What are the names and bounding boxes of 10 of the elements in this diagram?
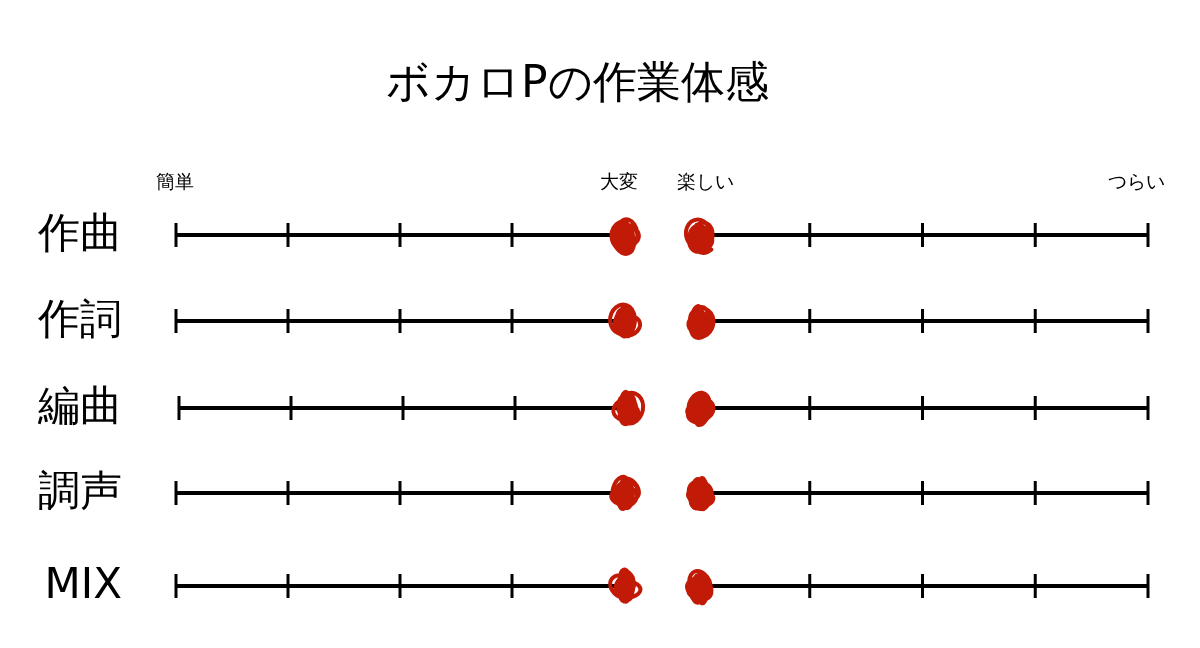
- scale-end-label: つらい: [1108, 171, 1165, 192]
- row-label: 作詞: [38, 296, 122, 343]
- scale-end-label: 大変: [600, 171, 638, 192]
- row-label: MIX: [44, 561, 122, 608]
- scale-end-label: 簡単: [156, 171, 194, 192]
- row-label: 調声: [38, 468, 122, 515]
- chart-title: ボカロPの作業体感: [386, 58, 769, 107]
- scale-end-label: 楽しい: [677, 171, 734, 192]
- row-label: 作曲: [38, 210, 122, 257]
- row-label: 編曲: [38, 383, 122, 430]
